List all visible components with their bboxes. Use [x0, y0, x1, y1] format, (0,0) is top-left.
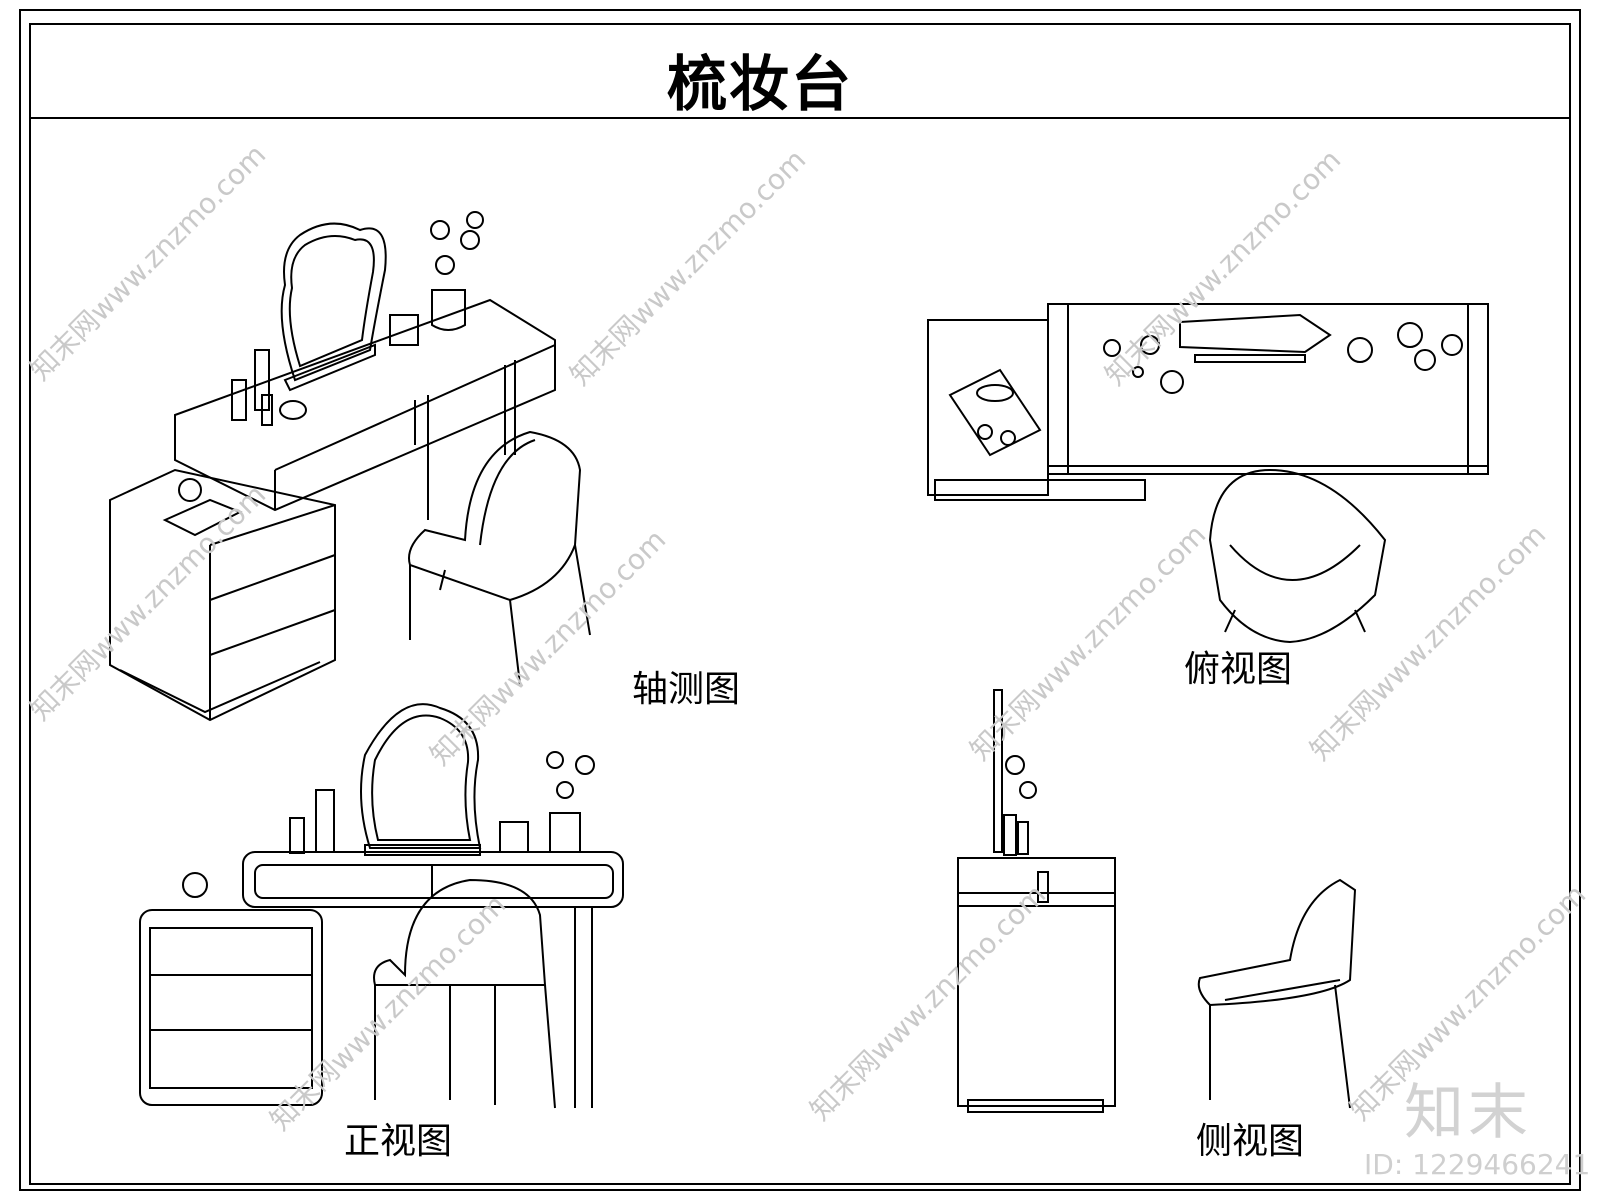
side-view-drawing [957, 689, 1357, 1113]
sheet-title: 梳妆台 [667, 50, 853, 120]
brand-logo: 知末 [1404, 1078, 1532, 1148]
sheet-border [19, 9, 1581, 1191]
top-view-drawing [927, 303, 1489, 644]
front-view-label: 正视图 [344, 1121, 453, 1162]
axonometric-drawing [109, 211, 591, 722]
axonometric-label: 轴测图 [632, 669, 741, 710]
side-view-label: 侧视图 [1196, 1121, 1305, 1162]
image-id: ID: 1229466241 [1364, 1148, 1591, 1181]
top-view-label: 俯视图 [1184, 649, 1293, 690]
front-view-drawing [139, 703, 624, 1109]
